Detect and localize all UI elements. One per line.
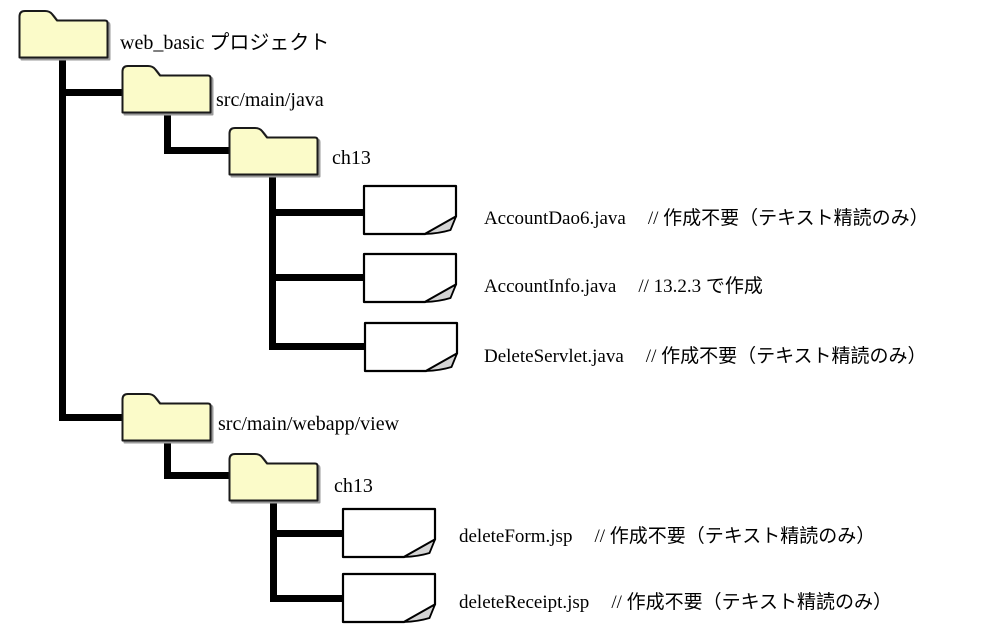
file-name: AccountDao6.java	[483, 207, 626, 229]
tree-connector-branch-accountinfo	[269, 274, 368, 281]
tree-connector-trunk-ch13-java	[269, 175, 276, 350]
file-icon	[362, 184, 458, 236]
tree-connector-branch-deleteform	[270, 530, 348, 537]
file-comment: // 作成不要（テキスト精読のみ）	[594, 525, 876, 547]
tree-connector-branch-accountdao6	[269, 209, 368, 216]
file-node-accountinfo	[362, 252, 458, 304]
file-label-accountdao6: AccountDao6.java // 作成不要（テキスト精読のみ）	[466, 185, 929, 253]
tree-connector-branch-deleteservlet	[269, 343, 368, 350]
folder-icon	[121, 393, 212, 442]
folder-label-ch13-java: ch13	[332, 147, 371, 169]
tree-connector-branch-ch13-java	[164, 147, 230, 154]
tree-connector-branch-src-main-webapp-view	[59, 414, 125, 421]
folder-label-src-main-webapp-view: src/main/webapp/view	[218, 413, 400, 435]
folder-node-src-main-java	[120, 62, 213, 115]
file-node-deleteform	[341, 507, 437, 559]
folder-label-ch13-view: ch13	[334, 475, 373, 497]
folder-icon	[121, 65, 212, 114]
file-icon	[363, 321, 459, 373]
file-node-accountdao6	[362, 184, 458, 236]
folder-node-ch13-java	[227, 124, 320, 177]
tree-connector-branch-ch13-view	[164, 472, 230, 479]
file-label-deletereceipt: deleteReceipt.jsp // 作成不要（テキスト精読のみ）	[440, 569, 892, 633]
file-comment: // 13.2.3 で作成	[638, 275, 763, 297]
file-name: AccountInfo.java	[483, 275, 617, 297]
tree-connector-branch-src-main-java	[59, 89, 125, 96]
file-comment: // 作成不要（テキスト精読のみ）	[645, 345, 927, 367]
tree-connector-trunk-root	[59, 57, 66, 421]
file-icon	[341, 507, 437, 559]
folder-label-web-basic: web_basic プロジェクト	[120, 32, 330, 54]
file-icon	[341, 572, 437, 624]
folder-icon	[228, 453, 319, 502]
file-comment: // 作成不要（テキスト精読のみ）	[647, 207, 929, 229]
folder-node-ch13-view	[227, 450, 320, 503]
file-name: deleteForm.jsp	[459, 525, 573, 547]
file-name: deleteReceipt.jsp	[459, 591, 590, 613]
folder-node-src-main-webapp-view	[120, 390, 213, 443]
file-node-deletereceipt	[341, 572, 437, 624]
folder-icon	[18, 10, 109, 59]
file-label-accountinfo: AccountInfo.java // 13.2.3 で作成	[466, 253, 763, 321]
file-label-deleteform: deleteForm.jsp // 作成不要（テキスト精読のみ）	[440, 503, 875, 571]
file-comment: // 作成不要（テキスト精読のみ）	[611, 591, 893, 613]
folder-icon	[228, 127, 319, 176]
folder-node-web-basic	[17, 7, 110, 60]
tree-connector-trunk-ch13-view	[270, 500, 277, 602]
tree-connector-trunk-java	[164, 112, 171, 154]
folder-label-src-main-java: src/main/java	[216, 89, 324, 111]
file-node-deleteservlet	[363, 321, 459, 373]
tree-connector-trunk-view	[164, 442, 171, 479]
file-icon	[362, 252, 458, 304]
file-label-deleteservlet: DeleteServlet.java // 作成不要（テキスト精読のみ）	[465, 323, 927, 391]
tree-connector-branch-deletereceipt	[270, 595, 348, 602]
file-name: DeleteServlet.java	[484, 345, 624, 367]
